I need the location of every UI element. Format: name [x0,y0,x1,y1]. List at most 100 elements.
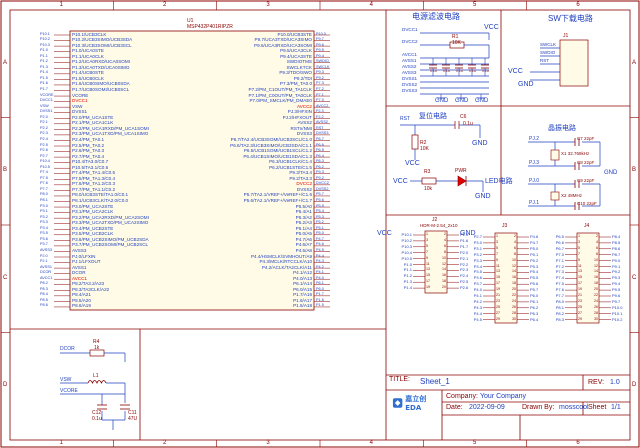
mcu-right-pin-label: P6.2/UCB1STE/C1.5 [269,164,312,170]
header-net-label-right: P9.6 [612,293,621,298]
j4-connector-body[interactable] [576,232,600,324]
header-pin-number: 12 [442,261,446,266]
mcu-right-net-label: P4.1 [316,270,324,275]
mcu-left-pin-label: P1.1/UCA0CLK [72,53,104,59]
mcu-left-pin-label: P10.5/TA3.1/C0.6 [72,164,109,170]
header-pin-number: 17 [426,279,430,284]
header-net-label-left: P3.3 [473,257,482,263]
header-net-label-left: P1.0 [403,261,412,267]
mcu-left-pin-label: VCORE [72,92,89,98]
mcu-right-pin-label: P4.4/HSMCLK/SVMHOUT/A9 [250,253,312,259]
mcu-left-pin-label: P8.5/A20 [72,297,91,303]
inductor-l1-icon[interactable] [87,380,107,384]
mcu-left-net-label: P1.0 [40,48,48,53]
led-pwr-label: PWR [455,168,467,174]
header-net-label-left: P4.4 [473,310,482,316]
header-pin-number: 24 [594,298,598,303]
mcu-left-net-label: P2.0 [40,114,48,119]
col-label-bottom: 3 [266,440,270,446]
header-net-label-left: P3.0 [473,239,482,245]
mcu-left-net-label: P8.6 [40,303,48,308]
mcu-right-net-label: P4.0 [316,275,324,280]
mcu-part: MSP432P401RIPZR [187,24,233,30]
header-net-label-right: P5.7 [530,287,539,293]
reset-gnd-label: GND [472,140,488,147]
header-net-label-left: P7.5 [555,281,564,287]
col-label-top: 1 [59,2,63,8]
company-value[interactable]: Your Company [480,393,527,400]
header-net-label-right: P6.0 [530,293,539,298]
header-pin-number: 10 [594,257,598,262]
mcu-right-net-label: AVCC2 [316,103,329,108]
vcore-l1-ref: L1 [93,373,99,379]
header-net-label-right: P5.2 [530,257,539,263]
header-pin-number: 11 [426,261,430,266]
led-vcc-label: VCC [393,178,408,185]
header-pin-number: 16 [594,275,598,280]
mcu-right-pin-label: P6.7/TA2.4/UCB3SOMI/UCB3SCL/C1.0 [230,136,312,142]
header-pin-number: 17 [578,281,582,286]
row-label-left: B [3,167,8,174]
header-pin-number: 23 [496,298,500,303]
mcu-right-net-label: P5.1 [316,225,324,230]
mcu-left-pin-label: P1.3/UCA0TXD/UCA0SIMO [72,64,130,70]
header-net-label-right: P2.5 [460,279,469,285]
mcu-left-net-label: P7.4 [40,170,48,175]
mcu-left-pin-label: P10.3/UCB3SOMI/UCB3SCL [72,42,132,48]
header-pin-number: 27 [578,310,582,315]
header-net-label-right: P1.6 [460,237,469,243]
header-pin-number: 8 [596,251,598,256]
sheet-value: 1/1 [611,404,621,411]
mcu-left-net-label: P3.4 [40,225,48,230]
crystal-x1-body[interactable] [550,149,560,161]
mcu-right-net-label: RST [316,125,324,130]
header-net-label-right: P9.2 [612,269,621,275]
header-pin-number: 7 [578,251,580,256]
mcu-right-net-label: P9.4 [316,53,324,58]
hdr-gnd-label: GND [460,230,476,237]
header-pin-number: 15 [426,273,430,278]
header-net-label-left: P7.3 [555,269,564,275]
rev-value[interactable]: 1.0 [610,379,620,386]
xtal-net-pj0: PJ.0 [529,178,540,184]
mcu-right-pin-label: P5.5/A0 [295,203,312,209]
mcu-left-net-label: P8.2 [40,281,48,286]
vcore-r4-val: 1k [94,345,100,351]
date-value[interactable]: 2022-09-09 [469,404,505,411]
j1-connector-body[interactable] [559,39,589,87]
eda-logo-icon [392,398,403,408]
mcu-left-net-label: P1.1 [40,53,48,58]
header-net-label-right: P5.3 [530,263,539,269]
mcu-body[interactable] [69,30,315,311]
mcu-left-net-label: PJ.1 [40,259,48,264]
pf-net-label: DVSS2 [402,82,418,87]
mcu-right-pin-label: P9.3/TDO/SWO [279,70,312,76]
mcu-left-net-label: P10.2 [40,37,50,42]
mcu-right-net-label: P4.5 [316,247,324,252]
header-net-label-right: P1.5 [460,232,469,237]
led-diode-icon[interactable] [457,175,467,187]
mcu-right-net-label: P6.4 [316,153,324,158]
mcu-right-pin-label: P4.5/A8 [295,247,312,253]
col-label-top: 3 [266,2,270,8]
drawn-value[interactable]: mosscool [559,404,589,411]
header-pin-number: 15 [496,275,500,280]
crystal-x2-body[interactable] [550,191,560,201]
section-sw-title: SW下载电路 [548,14,593,23]
header-net-label-left: P3.1 [473,245,482,251]
header-pin-number: 29 [578,316,582,321]
mcu-right-pin-label: P4.1/A12 [293,270,312,276]
row-label-right: B [632,167,637,174]
pf-cap-value: 0.1u [430,69,437,73]
j3-connector-body[interactable] [494,232,518,324]
header-pin-number: 8 [514,251,516,256]
mcu-left-net-label: P1.5 [40,75,48,80]
crystal-wires [528,141,601,207]
mcu-left-pin-label: P3.6/PM_UCB2SIMO/PM_UCB2SDA [72,236,149,242]
j2-connector-body[interactable] [424,230,448,294]
mcu-right-net-label: DVSS2 [316,186,329,191]
mcu-left-net-label: P2.7 [40,153,48,158]
title-value[interactable]: Sheet_1 [420,377,450,386]
mcu-left-net-label: P3.2 [40,214,48,219]
mcu-left-pin-label: AVSS1 [72,264,87,270]
